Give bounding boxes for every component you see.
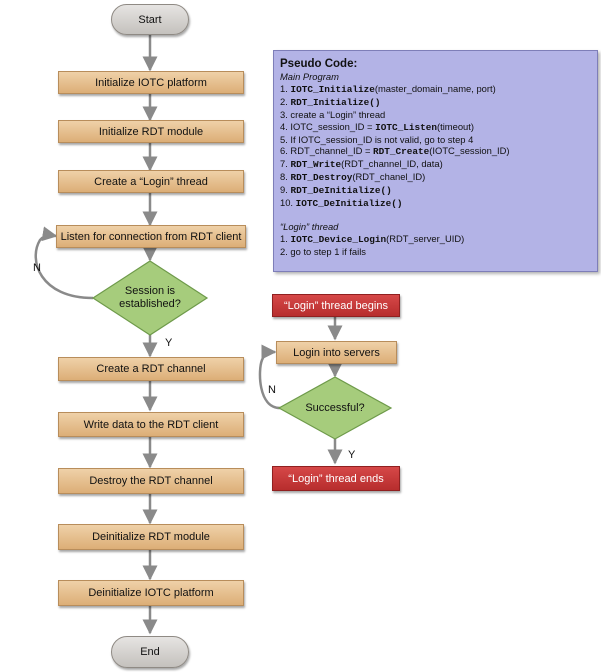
create-channel-label: Create a RDT channel [96,363,206,375]
code-line: 5. If IOTC_session_ID is not valid, go t… [280,134,591,146]
code-text: 8. [280,171,291,183]
code-line: 1. IOTC_Device_Login(RDT_server_UID) [280,233,591,246]
login-thread-begins-label: “Login” thread begins [284,299,388,312]
login-thread-ends-label: “Login” thread ends [288,472,384,485]
create-login-thread-label: Create a “Login” thread [94,175,208,188]
code-text: (RDT_channel_ID, data) [341,158,443,170]
code-text: 10. [280,197,296,209]
listen-label: Listen for connection from RDT client [60,230,242,243]
pseudo-code-title: Pseudo Code: [280,58,358,70]
code-text: 7. [280,158,291,170]
login-decision-label: Successful? [305,401,365,414]
login-thread-ends: “Login” thread ends [272,466,400,491]
destroy-channel-step: Destroy the RDT channel [58,468,244,494]
code-line: 3. create a “Login” thread [280,109,591,121]
code-text: 5. If IOTC_session_ID is not valid, go t… [280,133,474,145]
deinit-rdt-step: Deinitialize RDT module [58,524,244,550]
deinit-iotc-label: Deinitialize IOTC platform [88,587,214,599]
code-line: 4. IOTC_session_ID = IOTC_Listen(timeout… [280,121,591,134]
create-channel-step: Create a RDT channel [58,357,244,381]
start-terminal: Start [111,4,189,35]
code-function: IOTC_DeInitialize() [295,198,403,210]
code-text: (IOTC_session_ID) [429,145,510,157]
init-iotc-label: Initialize IOTC platform [95,76,207,89]
code-text: (RDT_chanel_ID) [352,171,426,183]
code-text: 6. RDT_channel_ID = [280,145,374,157]
code-line: 7. RDT_Write(RDT_channel_ID, data) [280,158,591,171]
session-decision-label: Session is established? [119,285,181,310]
end-terminal: End [111,636,189,668]
code-text: (timeout) [436,120,474,132]
code-text: 9. [280,184,291,196]
code-line: 2. RDT_Initialize() [280,96,591,109]
init-rdt-label: Initialize RDT module [98,125,204,138]
init-iotc-step: Initialize IOTC platform [58,71,244,94]
code-text: 4. IOTC_session_ID = [280,120,376,132]
code-line: 1. IOTC_Initialize(master_domain_name, p… [280,83,591,96]
code-text: 3. create a “Login” thread [280,108,386,120]
start-label: Start [138,13,162,26]
write-data-label: Write data to the RDT client [83,418,219,431]
code-function: RDT_Create [373,146,430,158]
code-function: RDT_DeInitialize() [290,185,392,197]
login-no-label: N [268,384,276,396]
code-function: RDT_Write [290,159,342,171]
deinit-iotc-step: Deinitialize IOTC platform [58,580,244,606]
code-text: 1. [280,232,291,244]
session-decision-shape [91,260,209,336]
code-function: IOTC_Device_Login [290,233,387,245]
listen-step: Listen for connection from RDT client [56,225,246,248]
destroy-channel-label: Destroy the RDT channel [89,475,213,487]
main-program-heading: Main Program [280,71,339,82]
code-text: 2. go to step 1 if fails [280,245,366,257]
login-thread-heading: “Login” thread [280,220,339,232]
session-no-label: N [33,262,41,274]
create-login-thread-step: Create a “Login” thread [58,170,244,193]
pseudo-code-panel: Pseudo Code: Main Program 1. IOTC_Initia… [273,50,598,272]
login-decision-shape [277,376,393,440]
main-program-lines: 1. IOTC_Initialize(master_domain_name, p… [280,83,591,210]
code-line: 10. IOTC_DeInitialize() [280,197,591,210]
code-text: 2. [280,95,291,107]
init-rdt-step: Initialize RDT module [58,120,244,143]
code-function: IOTC_Listen [375,121,437,133]
login-servers-label: Login into servers [293,346,380,359]
code-line: 8. RDT_Destroy(RDT_chanel_ID) [280,171,591,184]
deinit-rdt-label: Deinitialize RDT module [92,531,210,543]
end-label: End [140,646,160,658]
code-function: IOTC_Initialize [290,83,375,95]
login-servers-step: Login into servers [276,341,397,364]
code-function: RDT_Destroy [290,172,353,184]
code-function: RDT_Initialize() [290,96,381,108]
code-text: (master_domain_name, port) [374,82,496,94]
login-thread-lines: 1. IOTC_Device_Login(RDT_server_UID)2. g… [280,233,591,258]
login-thread-begins: “Login” thread begins [272,294,400,317]
session-yes-label: Y [165,337,173,349]
code-line: 6. RDT_channel_ID = RDT_Create(IOTC_sess… [280,145,591,158]
code-text: 1. [280,82,291,94]
code-text: (RDT_server_UID) [386,232,465,244]
write-data-step: Write data to the RDT client [58,412,244,437]
login-yes-label: Y [348,449,356,461]
code-line: 2. go to step 1 if fails [280,246,591,258]
code-line: 9. RDT_DeInitialize() [280,184,591,197]
